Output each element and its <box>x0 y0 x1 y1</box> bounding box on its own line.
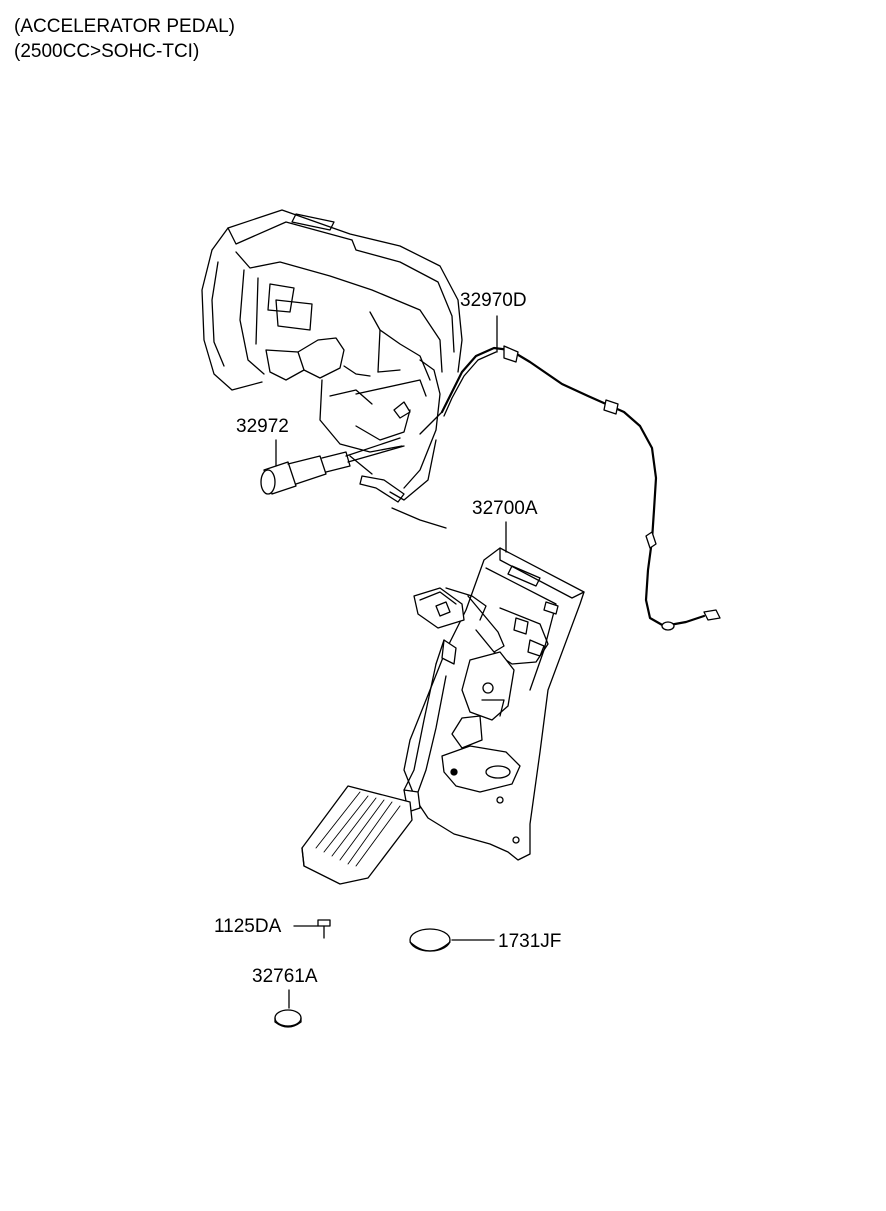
bolt-1125DA <box>293 919 331 939</box>
leader-lines <box>275 315 507 1009</box>
title-line-1: (ACCELERATOR PEDAL) <box>14 16 236 37</box>
stopper-32761A <box>274 1009 302 1028</box>
part-label-1125DA[interactable]: 1125DA <box>214 916 282 937</box>
diagram-title: (ACCELERATOR PEDAL) (2500CC>SOHC-TCI) <box>14 14 235 64</box>
part-label-32972[interactable]: 32972 <box>236 416 289 437</box>
accelerator-cable <box>419 345 721 631</box>
pedal-assembly <box>301 547 585 885</box>
part-label-32700A[interactable]: 32700A <box>472 498 538 519</box>
part-label-32970D[interactable]: 32970D <box>460 290 527 311</box>
part-label-1731JF[interactable]: 1731JF <box>498 931 562 952</box>
kick-down-switch <box>260 437 405 495</box>
title-line-2: (2500CC>SOHC-TCI) <box>14 41 200 62</box>
part-label-32761A[interactable]: 32761A <box>252 966 318 987</box>
dashboard-panel <box>201 209 463 529</box>
plug-1731JF <box>409 928 495 952</box>
